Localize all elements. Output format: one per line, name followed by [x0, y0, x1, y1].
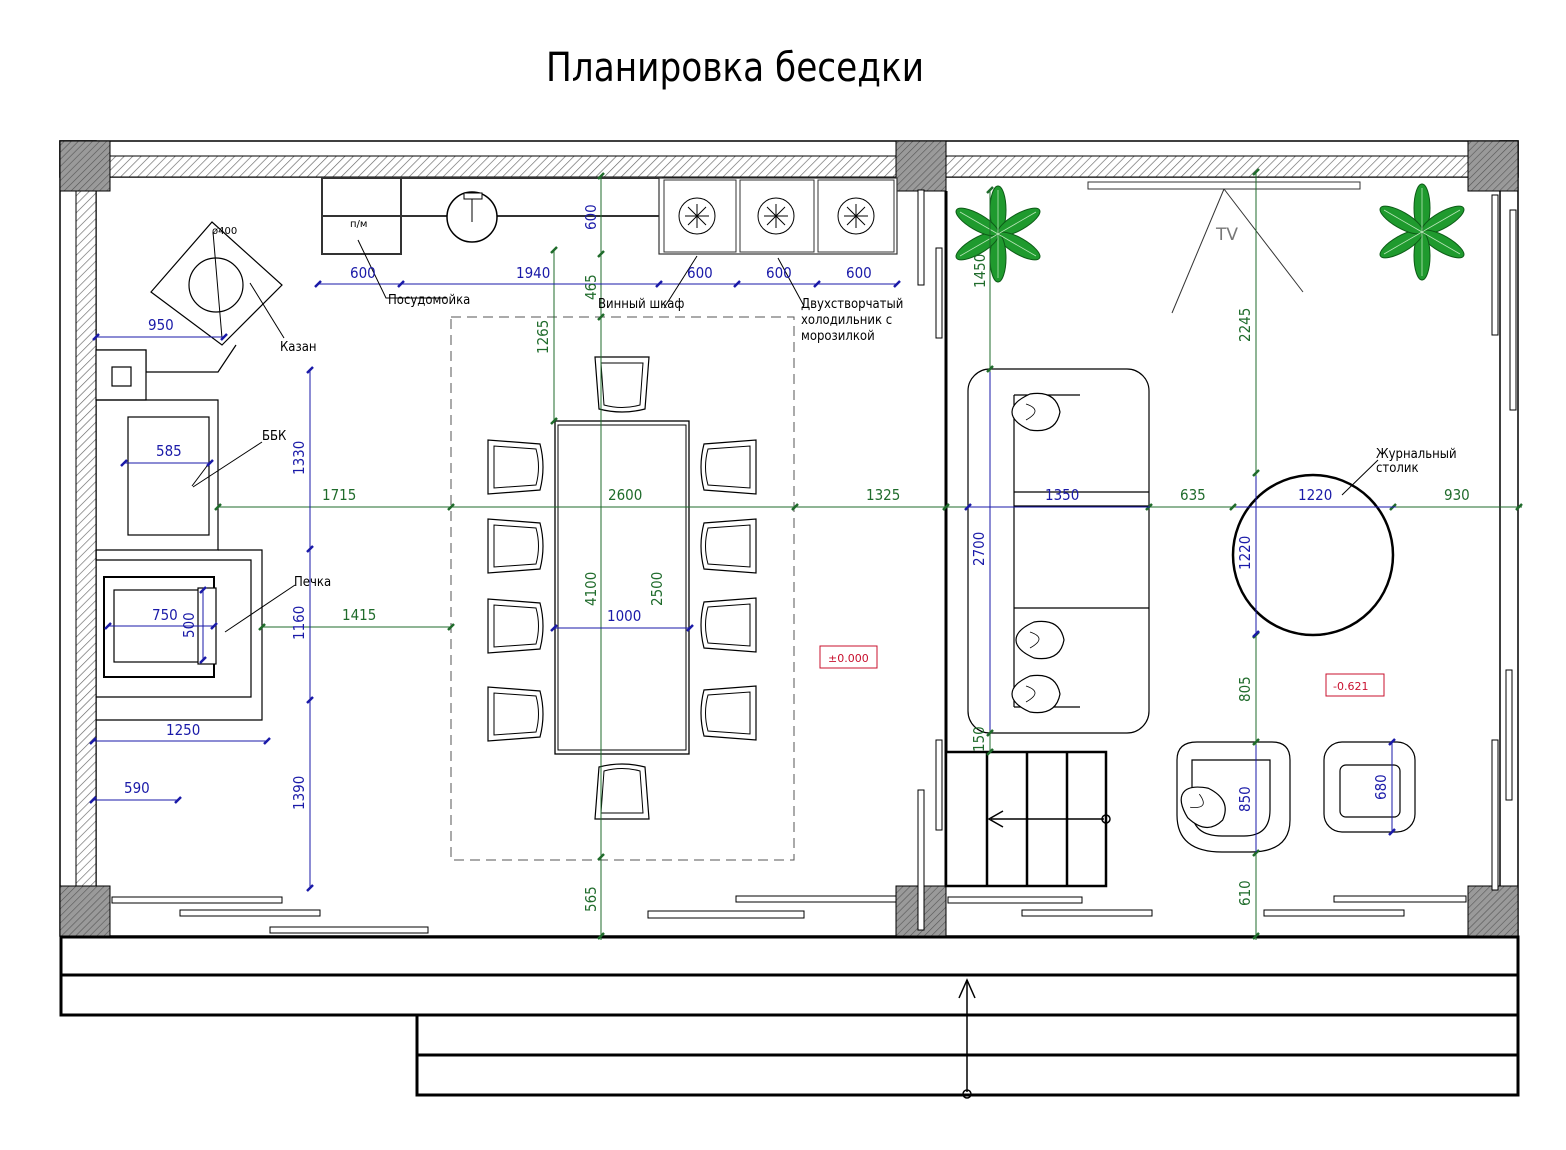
dim-610: 610 [1236, 880, 1254, 906]
dim-465: 465 [582, 274, 600, 300]
armchair-right [1323, 741, 1416, 833]
walls [59, 140, 1519, 937]
dim-850: 850 [1236, 786, 1254, 812]
green-dimension-text: 1715 2600 1325 1415 465 1265 4100 2500 5… [322, 254, 1470, 912]
dim-1330: 1330 [290, 441, 308, 475]
dim-1220v: 1220 [1236, 536, 1254, 570]
sofa [967, 368, 1150, 734]
dim-950: 950 [148, 316, 174, 334]
plant-left [951, 185, 1045, 283]
kazan-label: Казан [280, 340, 317, 355]
dim-1415: 1415 [342, 606, 376, 624]
dim-1450: 1450 [971, 254, 989, 288]
dim-590: 590 [124, 779, 150, 797]
armchair-left [1171, 741, 1291, 853]
blue-dimension-lines [93, 283, 1396, 888]
elevation-lounge: -0.621 [1333, 680, 1368, 693]
dim-2700: 2700 [970, 532, 988, 566]
pm-label: п/м [350, 219, 367, 230]
dim-635: 635 [1180, 486, 1206, 504]
coffee-table-leader [1341, 459, 1379, 496]
bbk-label: ББК [262, 429, 287, 444]
kazan-diameter: ø400 [212, 226, 237, 237]
pechka-label: Печка [294, 575, 331, 590]
blue-dimension-ticks [89, 280, 1396, 892]
dim-930: 930 [1444, 486, 1470, 504]
dining-table [554, 420, 690, 755]
dim-600a: 600 [350, 264, 376, 282]
vinny-shkaf-label: Винный шкаф [598, 297, 684, 312]
dim-1220h: 1220 [1298, 486, 1332, 504]
dim-585: 585 [156, 442, 182, 460]
coffee-table-label-1: Журнальный [1376, 447, 1457, 462]
dim-750: 750 [152, 606, 178, 624]
green-dimension-ticks [214, 168, 1523, 940]
dim-1250: 1250 [166, 721, 200, 739]
dim-1000: 1000 [607, 607, 641, 625]
dim-2500: 2500 [648, 572, 666, 606]
dining-rug [450, 316, 795, 861]
dim-2600: 2600 [608, 486, 642, 504]
dim-150: 150 [970, 726, 988, 752]
dim-500: 500 [180, 612, 198, 638]
coffee-table-label-2: столик [1376, 461, 1419, 476]
plant-right [1375, 183, 1469, 281]
posudomoyka-label: Посудомойка [388, 293, 470, 308]
appliance-leaders [357, 239, 805, 309]
coffee-table [1231, 473, 1395, 637]
fridge-label-2: холодильник с [801, 313, 892, 328]
terrace-steps [59, 935, 1520, 1099]
dim-1390: 1390 [290, 776, 308, 810]
elevation-marks: ±0.000 -0.621 [819, 645, 1385, 697]
elevation-kitchen: ±0.000 [828, 652, 869, 665]
dim-1265: 1265 [534, 320, 552, 354]
dim-1940: 1940 [516, 264, 550, 282]
tv: TV [1087, 181, 1361, 314]
dim-600c: 600 [766, 264, 792, 282]
dim-565: 565 [582, 886, 600, 912]
stairs [944, 750, 1111, 888]
dim-600d: 600 [846, 264, 872, 282]
dim-680: 680 [1372, 774, 1390, 800]
dim-600b: 600 [687, 264, 713, 282]
plan-title: Планировка беседки [546, 45, 924, 91]
blue-dimension-text: 600 1940 600 600 600 600 950 585 750 500… [124, 204, 1390, 812]
kazan: ø400 Казан [150, 221, 317, 355]
dim-805: 805 [1236, 676, 1254, 702]
bbk-block [95, 344, 296, 721]
dim-1350: 1350 [1045, 486, 1079, 504]
fridge-label-1: Двухстворчатый [801, 297, 903, 312]
kitchen-counters: п/м [321, 177, 898, 255]
window-tracks [111, 189, 1517, 934]
tv-label: TV [1215, 225, 1238, 245]
dim-2245: 2245 [1236, 308, 1254, 342]
dim-4100: 4100 [582, 572, 600, 606]
fridge-label-3: морозилкой [801, 329, 875, 344]
dim-1160: 1160 [290, 606, 308, 640]
dim-1715: 1715 [322, 486, 356, 504]
dim-1325: 1325 [866, 486, 900, 504]
dim-600v: 600 [582, 204, 600, 230]
